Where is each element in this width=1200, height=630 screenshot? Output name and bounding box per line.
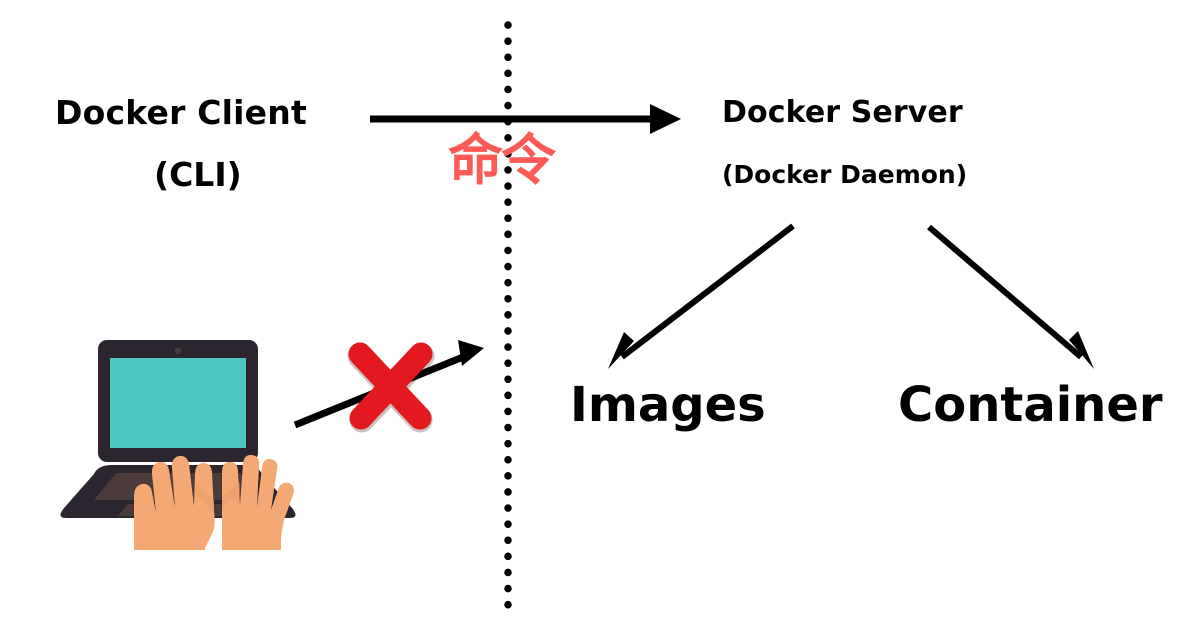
docker-client-subtitle: (CLI) (154, 155, 242, 194)
command-annotation-label: 命令 (448, 128, 556, 192)
left-hand (134, 455, 215, 550)
laptop-screen (110, 358, 246, 448)
server-to-container-arrow (927, 224, 1094, 369)
right-hand-shadow (222, 482, 240, 508)
red-x-cross-out (347, 342, 435, 433)
docker-server-title: Docker Server (722, 95, 963, 130)
images-node-label: Images (570, 377, 766, 433)
laptop-camera-icon (174, 347, 182, 355)
container-node-label: Container (898, 377, 1163, 433)
docker-client-title: Docker Client (55, 93, 307, 132)
laptop-with-typing-hands-illustration (60, 340, 296, 550)
client-to-server-arrow (370, 104, 681, 134)
left-hand-shadow (196, 484, 214, 512)
docker-server-subtitle: (Docker Daemon) (722, 160, 968, 189)
right-hand (222, 454, 294, 550)
server-to-images-arrow (608, 223, 795, 369)
